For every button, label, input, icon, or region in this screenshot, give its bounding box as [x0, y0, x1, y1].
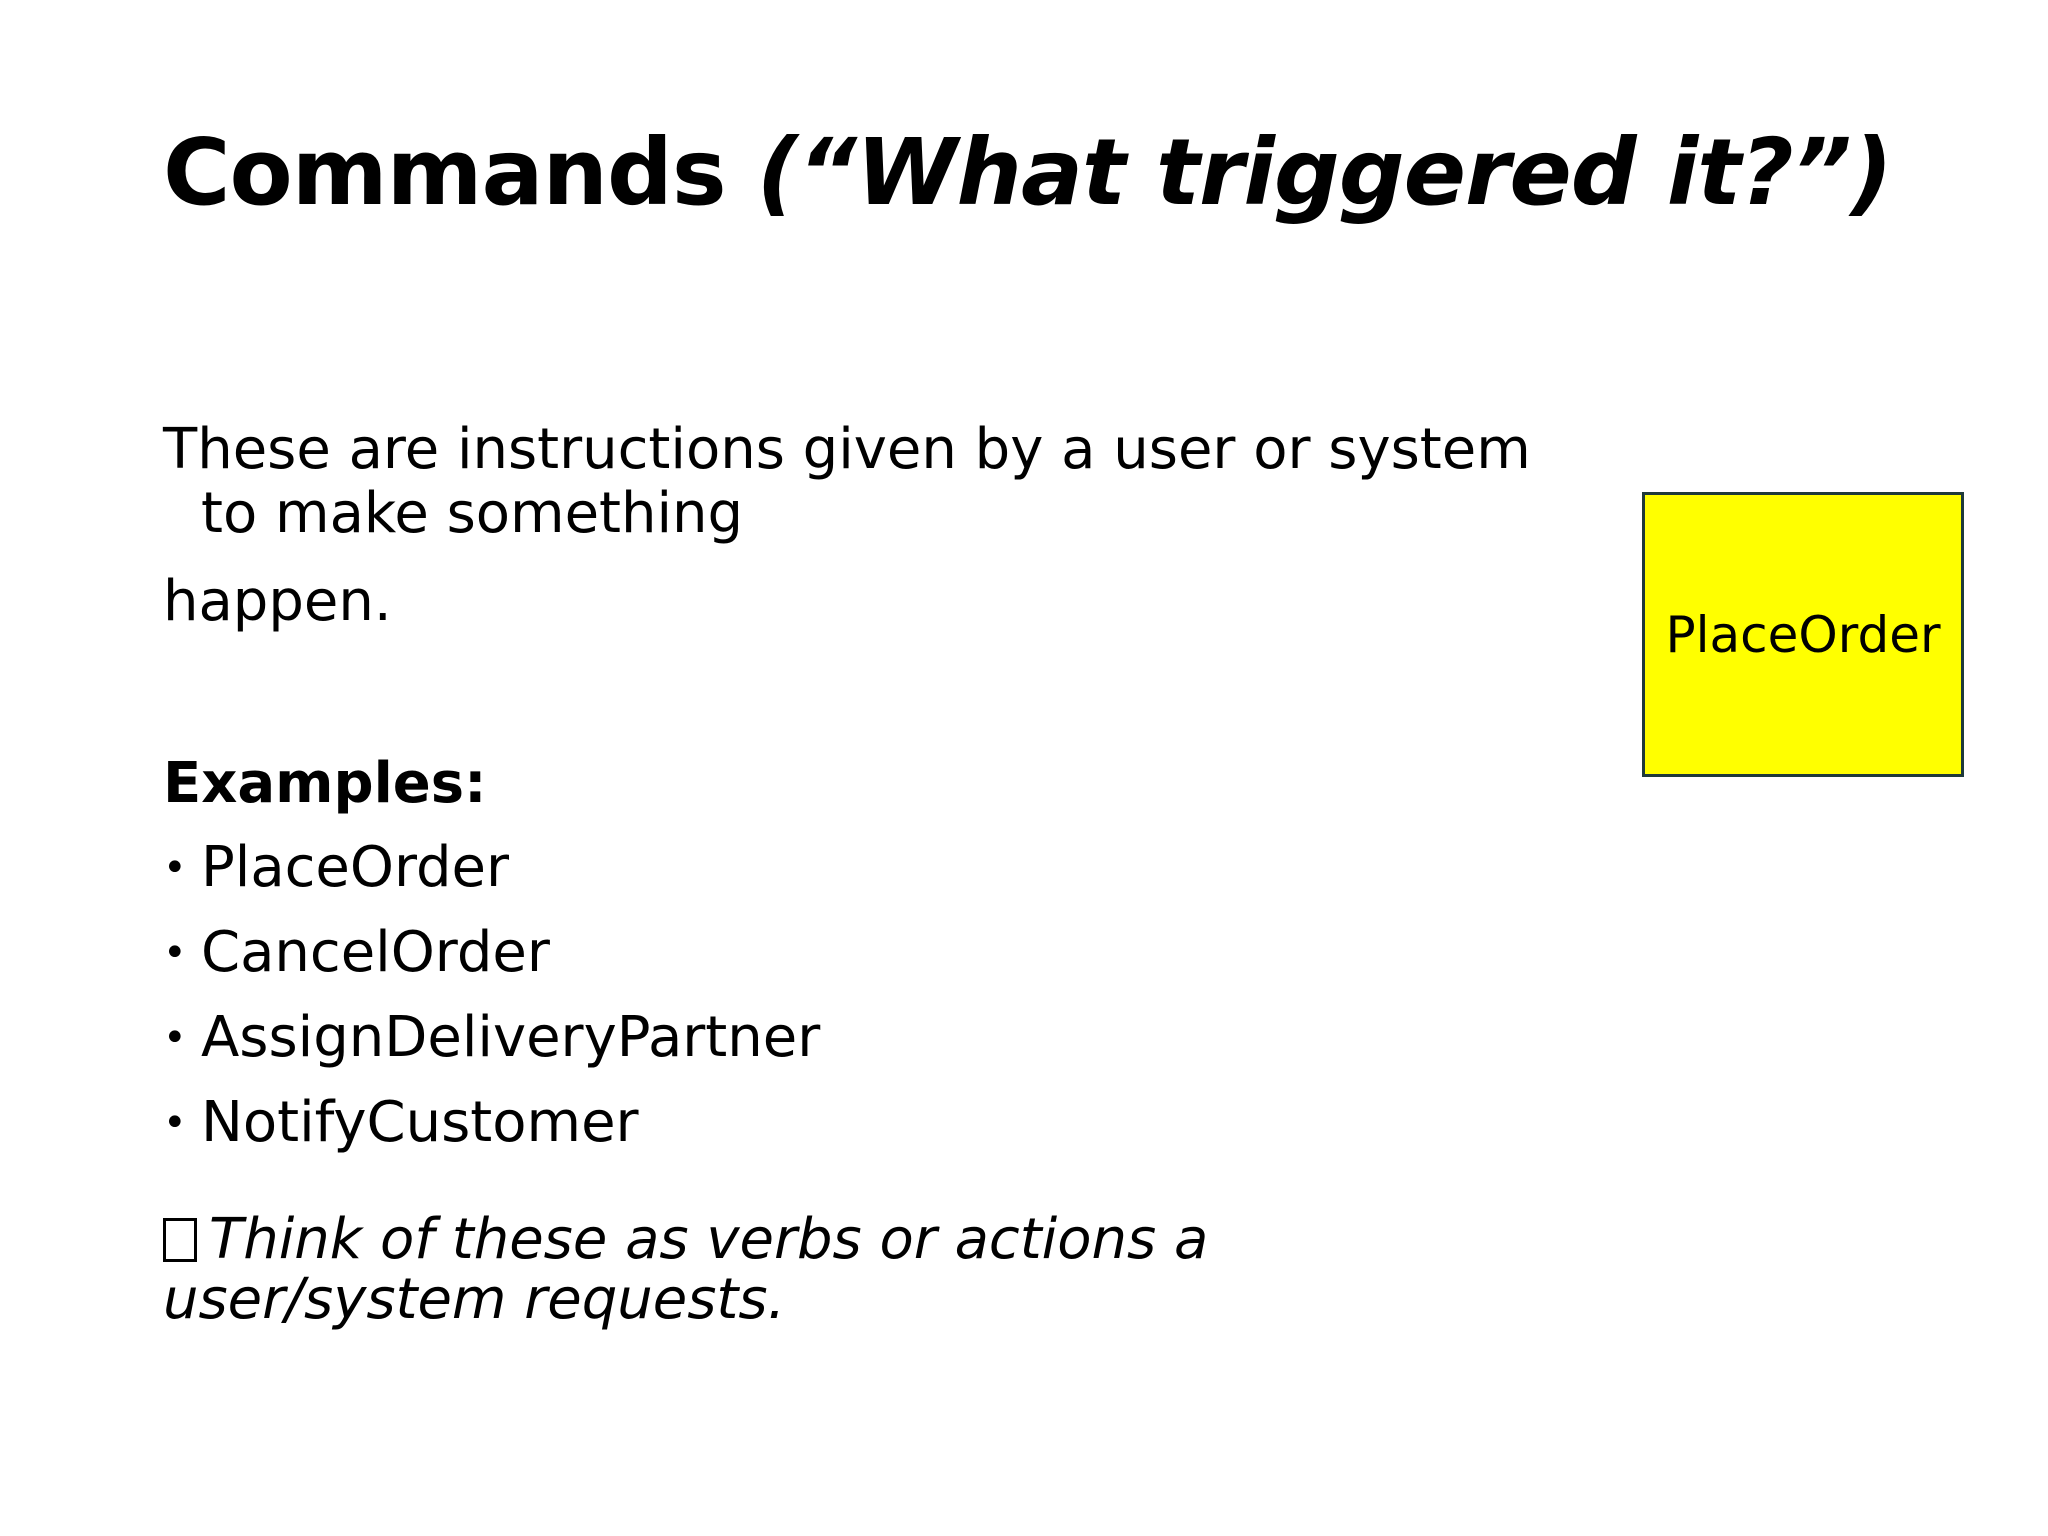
- list-item-label: CancelOrder: [201, 920, 550, 985]
- examples-list: • PlaceOrder • CancelOrder • AssignDeliv…: [163, 836, 1583, 1155]
- intro-text-continued: happen.: [163, 569, 392, 634]
- list-item: • PlaceOrder: [163, 836, 1583, 900]
- list-item: • CancelOrder: [163, 921, 1583, 985]
- missing-glyph-icon: [163, 1218, 197, 1262]
- bullet-icon: •: [163, 845, 187, 891]
- slide-body: These are instructions given by a user o…: [163, 418, 1583, 1330]
- title-subtitle: (“What triggered it?”): [756, 119, 1893, 226]
- list-item: • AssignDeliveryPartner: [163, 1006, 1583, 1070]
- list-item-label: AssignDeliveryPartner: [201, 1005, 821, 1070]
- slide-title: Commands (“What triggered it?”): [163, 118, 1893, 228]
- title-main: Commands: [163, 119, 727, 226]
- bullet-icon: •: [163, 1100, 187, 1146]
- tip-note: Think of these as verbs or actions a use…: [163, 1210, 1503, 1330]
- bullet-icon: •: [163, 1015, 187, 1061]
- tip-text: Think of these as verbs or actions a use…: [163, 1207, 1209, 1332]
- intro-text: These are instructions given by a user o…: [163, 417, 1531, 546]
- command-sticky-note: PlaceOrder: [1642, 492, 1964, 777]
- bullet-icon: •: [163, 930, 187, 976]
- list-item-label: NotifyCustomer: [201, 1090, 639, 1155]
- list-item: • NotifyCustomer: [163, 1091, 1583, 1155]
- examples-heading: Examples:: [163, 751, 487, 816]
- list-item-label: PlaceOrder: [201, 835, 510, 900]
- sticky-note-label: PlaceOrder: [1665, 605, 1941, 664]
